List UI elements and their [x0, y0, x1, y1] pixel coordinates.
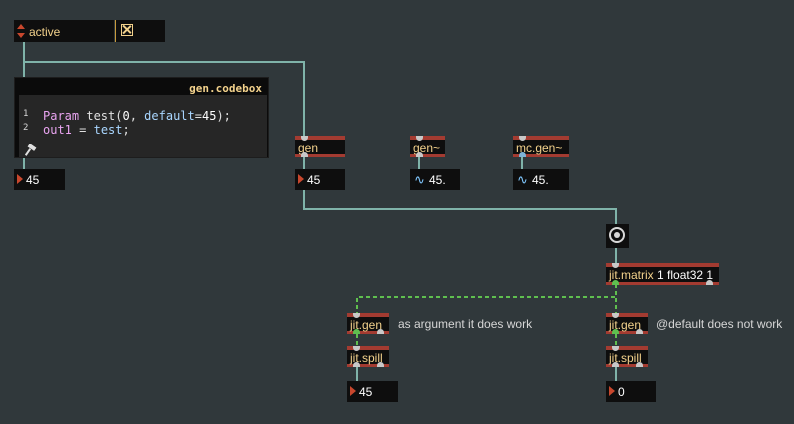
gen-object[interactable]: gen [295, 136, 345, 157]
outlet[interactable] [636, 362, 643, 367]
up-down-arrows-icon [17, 24, 25, 38]
matrix-outlet[interactable] [353, 329, 360, 334]
object-label: gen [298, 141, 319, 155]
number-triangle-icon [609, 386, 615, 396]
dump-outlet[interactable] [706, 280, 713, 285]
number-value: 0 [618, 385, 625, 399]
cord-matrix-to-jit-gen-left[interactable] [356, 284, 617, 313]
comment-left: as argument it does work [398, 317, 533, 331]
number-box-jit-left-out[interactable]: 45 [347, 381, 398, 402]
number-triangle-icon [350, 386, 356, 396]
outlet[interactable] [519, 152, 526, 157]
umenu-selected-label: active [29, 25, 61, 39]
code-token: ; [122, 123, 130, 137]
hammer-icon[interactable] [25, 144, 37, 156]
object-label: jit.gen [350, 318, 383, 332]
toggle[interactable] [115, 20, 165, 42]
line-number: 2 [23, 123, 29, 133]
code-token: out1 [43, 123, 72, 137]
object-label: jit.spill [350, 351, 383, 365]
number-value: 45. [429, 173, 446, 187]
matrix-outlet[interactable] [612, 329, 619, 334]
bang-dot-icon [614, 232, 620, 238]
inlet[interactable] [612, 313, 619, 318]
number-value: 45 [26, 173, 40, 187]
code-token: = [194, 109, 202, 123]
number-triangle-icon [298, 174, 304, 184]
outlet[interactable] [612, 362, 619, 367]
number-value: 45 [307, 173, 321, 187]
object-label: jit.spill [609, 351, 642, 365]
outlet[interactable] [636, 329, 643, 334]
code-token: , [129, 109, 145, 123]
outlet[interactable] [353, 362, 360, 367]
jit-gen-right-object[interactable]: jit.gen [606, 313, 648, 334]
outlet[interactable] [301, 152, 308, 157]
code-token: test( [79, 109, 123, 123]
comment-right: @default does not work [656, 317, 783, 331]
signal-wave-icon: ∿ [517, 172, 528, 187]
object-label: jit.matrix 1 float32 1 [609, 268, 713, 282]
outlet[interactable] [377, 362, 384, 367]
gen-tilde-object[interactable]: gen~ [410, 136, 445, 157]
inlet[interactable] [612, 263, 619, 268]
signal-number-box-mc-gen[interactable]: ∿ 45. [513, 169, 569, 190]
code-token: test [93, 123, 123, 137]
inlet[interactable] [353, 313, 360, 318]
cord-umenu-to-gen[interactable] [23, 42, 305, 136]
line-number: 1 [23, 109, 29, 119]
signal-number-box-gen-tilde[interactable]: ∿ 45. [410, 169, 460, 190]
number-box-jit-right-out[interactable]: 0 [606, 381, 656, 402]
inlet[interactable] [353, 346, 360, 351]
signal-wave-icon: ∿ [414, 172, 425, 187]
code-token: 0 [122, 109, 130, 123]
inlet[interactable] [612, 346, 619, 351]
matrix-outlet[interactable] [612, 280, 619, 285]
jit-spill-right-object[interactable]: jit.spill [606, 346, 648, 367]
umenu-dropdown[interactable]: active [14, 20, 114, 42]
number-value: 45. [532, 173, 549, 187]
code-token: default [144, 109, 195, 123]
object-args: 1 float32 1 [657, 268, 714, 282]
mc-gen-tilde-object[interactable]: mc.gen~ [513, 136, 569, 157]
outlet[interactable] [377, 329, 384, 334]
code-token: Param [43, 109, 80, 123]
inlet[interactable] [519, 136, 526, 141]
object-name: jit.matrix [609, 268, 654, 282]
bang-button[interactable] [606, 224, 629, 248]
code-token: 45 [201, 109, 217, 123]
code-token: = [71, 123, 94, 137]
object-label: mc.gen~ [516, 141, 563, 155]
object-label: jit.gen [609, 318, 642, 332]
outlet[interactable] [416, 152, 423, 157]
number-box-gen-out[interactable]: 45 [295, 169, 345, 190]
cord-number-to-button[interactable] [303, 189, 617, 224]
bang-ring-icon [609, 227, 625, 243]
jit-gen-left-object[interactable]: jit.gen [347, 313, 389, 334]
checkbox-x-icon [121, 24, 133, 36]
number-box-codebox-out[interactable]: 45 [14, 169, 65, 190]
code-line-2: 2 out1 = test; [19, 109, 130, 151]
codebox-title: gen.codebox [189, 82, 262, 95]
number-value: 45 [359, 385, 373, 399]
number-triangle-icon [17, 174, 23, 184]
inlet[interactable] [416, 136, 423, 141]
code-token: ); [216, 109, 231, 123]
jit-spill-left-object[interactable]: jit.spill [347, 346, 389, 367]
object-label: gen~ [413, 141, 441, 155]
inlet[interactable] [301, 136, 308, 141]
jit-matrix-object[interactable]: jit.matrix 1 float32 1 [606, 263, 719, 285]
